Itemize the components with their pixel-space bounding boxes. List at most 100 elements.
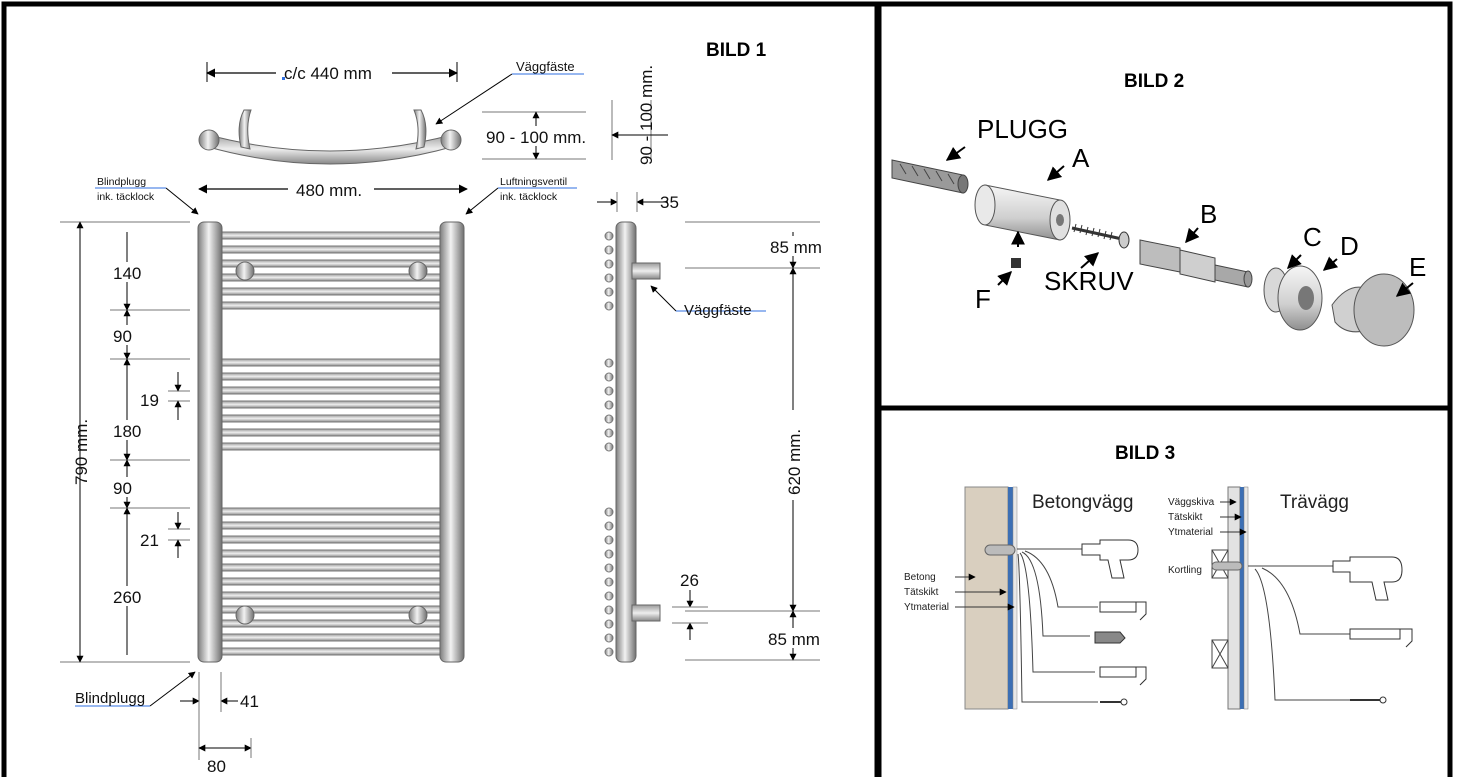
bild2-title: BILD 2 — [1124, 71, 1184, 92]
side-rail-end — [604, 577, 614, 587]
screw-icon — [1100, 698, 1128, 706]
part-b-label: B — [1200, 199, 1217, 229]
dim-35: 35 — [660, 193, 679, 212]
side-rail-end — [604, 619, 614, 629]
drill-icon — [1081, 539, 1139, 579]
depth-dimension-label: 90 - 100 mm. — [486, 128, 586, 147]
part-f-label: F — [975, 284, 991, 314]
height-dimension-label: 790 mm. — [72, 419, 91, 485]
blindplugg-top-label-1: Blindplugg — [97, 176, 146, 188]
dim-26: 26 — [680, 571, 699, 590]
side-rail-end — [604, 549, 614, 559]
radiator-rail — [219, 633, 443, 642]
dim-85-top: 85 mm — [770, 238, 822, 257]
bild1-title: BILD 1 — [706, 40, 767, 61]
part-d-label: D — [1340, 231, 1359, 261]
concrete-wall — [964, 486, 1018, 710]
side-rail-end — [604, 535, 614, 545]
part-a-label: A — [1072, 143, 1090, 173]
side-rail-end — [604, 372, 614, 382]
caulk-gun-icon-wood — [1349, 628, 1413, 648]
side-rail-end — [604, 358, 614, 368]
radiator-rail — [219, 549, 443, 558]
radiator-rail — [219, 521, 443, 530]
radiator-side-view: 35 — [597, 192, 679, 663]
side-rail-end — [604, 259, 614, 269]
wall-bracket-label-side: Väggfäste — [684, 302, 752, 319]
radiator-rail — [219, 386, 443, 395]
side-rail-end — [604, 563, 614, 573]
radiator-rail — [219, 259, 443, 268]
dim-19: 19 — [140, 391, 159, 410]
spacer-cylinder-a — [974, 184, 1071, 241]
drill-icon-wood — [1332, 556, 1403, 601]
side-rail-end — [604, 442, 614, 452]
dim-41: 41 — [240, 692, 259, 711]
cover-cap-e — [1331, 273, 1415, 347]
side-rail-end — [604, 605, 614, 615]
surface-label-left: Ytmaterial — [904, 602, 949, 613]
side-rail-end — [604, 301, 614, 311]
radiator-rail — [219, 507, 443, 516]
side-rail-end — [604, 400, 614, 410]
dim-140: 140 — [113, 264, 141, 283]
radiator-rail — [219, 535, 443, 544]
skruv-label: SKRUV — [1044, 266, 1134, 296]
fitting-b — [1139, 239, 1253, 288]
bild1-panel: BILD 1 c/c 440 mm Väggfäste 90 - 100 mm. — [60, 40, 830, 776]
screw-icon-wood — [1350, 696, 1387, 704]
tool-steps-wood — [1248, 565, 1350, 701]
wall-bracket-label-top: Väggfäste — [516, 59, 575, 74]
vent-label-1: Luftningsventil — [500, 176, 567, 188]
side-rail-end — [604, 633, 614, 643]
side-rail-end — [604, 245, 614, 255]
radiator-rail — [219, 647, 443, 656]
dim-85-bottom: 85 mm — [768, 630, 820, 649]
screw-part — [1071, 223, 1130, 249]
wallboard-label: Väggskiva — [1168, 497, 1215, 508]
plug-icon — [1094, 631, 1126, 644]
radiator-rail — [219, 301, 443, 310]
radiator-rail — [219, 287, 443, 296]
concrete-label: Betong — [904, 572, 936, 583]
radiator-rail — [219, 231, 443, 240]
side-rail-end — [604, 414, 614, 424]
side-rail-end — [604, 591, 614, 601]
blindplugg-bottom-label: Blindplugg — [75, 690, 145, 707]
radiator-rail — [219, 428, 443, 437]
membrane-label-right: Tätskikt — [1168, 512, 1203, 523]
caulk-gun-icon-2 — [1099, 666, 1147, 686]
surface-label-right: Ytmaterial — [1168, 527, 1213, 538]
rosette-c-d — [1263, 265, 1323, 331]
dim-80: 80 — [207, 757, 226, 776]
radiator-rail — [219, 358, 443, 367]
plugg-label: PLUGG — [977, 114, 1068, 144]
width-dimension-label: 480 mm. — [296, 181, 362, 200]
membrane-label-left: Tätskikt — [904, 587, 939, 598]
cc-dimension-label: c/c 440 mm — [284, 64, 372, 83]
wood-wall-title: Trävägg — [1280, 492, 1349, 513]
radiator-rail — [219, 563, 443, 572]
side-rail-end — [604, 386, 614, 396]
radiator-front-view — [197, 221, 465, 663]
side-rail-end — [604, 273, 614, 283]
radiator-rail — [219, 414, 443, 423]
dim-260: 260 — [113, 588, 141, 607]
blindplugg-top-label-2: ink. täcklock — [97, 191, 155, 203]
side-rail-end — [604, 521, 614, 531]
vent-label-2: ink. täcklock — [500, 191, 558, 203]
radiator-rail — [219, 619, 443, 628]
part-e-label: E — [1409, 252, 1426, 282]
bild3-title: BILD 3 — [1115, 443, 1175, 464]
side-rail-end — [604, 287, 614, 297]
part-c-label: C — [1303, 222, 1322, 252]
side-rail-end — [604, 507, 614, 517]
radiator-rail — [219, 245, 443, 254]
radiator-rail — [219, 442, 443, 451]
wood-wall — [1211, 486, 1249, 710]
wall-plug-part — [891, 159, 969, 194]
dim-620: 620 mm. — [785, 429, 804, 495]
side-rail-end — [604, 428, 614, 438]
